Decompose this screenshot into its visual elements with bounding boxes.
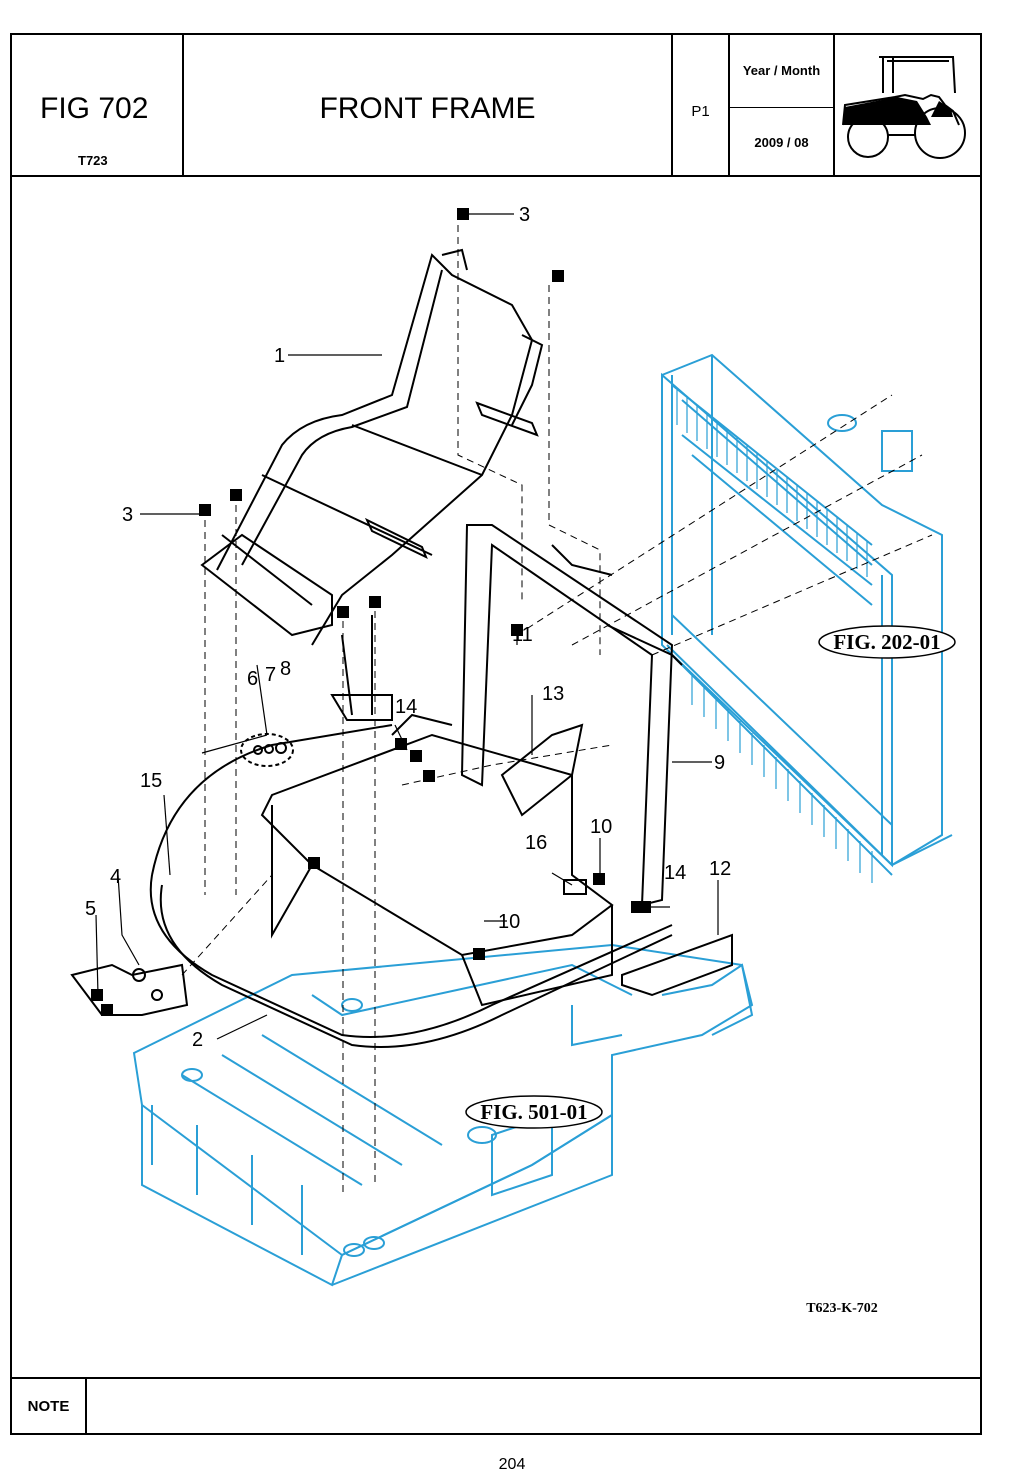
fig-cell: FIG 702 T723	[12, 35, 184, 175]
page-title: FRONT FRAME	[319, 92, 536, 125]
callout-6: 6	[247, 668, 258, 690]
callout-14-lower: 14	[664, 862, 686, 884]
callout-10-right: 10	[590, 816, 612, 838]
page-code-cell: P1	[673, 35, 730, 175]
thumbnail-cell	[835, 35, 980, 175]
year-month-cell: Year / Month 2009 / 08	[730, 35, 835, 175]
model-code: T723	[78, 153, 108, 168]
callout-15: 15	[140, 770, 162, 792]
chassis-reference-part	[132, 943, 754, 1287]
year-month-label: Year / Month	[742, 63, 821, 78]
callout-9: 9	[714, 752, 725, 774]
leader-lines	[95, 213, 719, 1040]
callout-13: 13	[542, 683, 564, 705]
page-number: 204	[498, 1456, 526, 1473]
year-month-value: 2009 / 08	[754, 135, 809, 150]
tractor-icon	[842, 56, 966, 159]
callout-2: 2	[192, 1029, 203, 1051]
callout-8: 8	[280, 658, 291, 680]
callout-3-top: 3	[519, 204, 530, 226]
chassis-reference-label: FIG. 501-01	[480, 1100, 587, 1124]
parts-sheet: FIG 702 T723 FRONT FRAME P1 Year / Month…	[10, 33, 982, 1435]
radiator-reference-part	[661, 353, 953, 883]
fig-number: FIG 702	[40, 92, 149, 125]
callout-4: 4	[110, 866, 121, 888]
exploded-view-drawing: 3 1 3 6 7 8 14 13 11 9 15 10 16 14 12 4 …	[70, 204, 956, 1316]
callout-16: 16	[525, 832, 547, 854]
chassis-reference-badge	[465, 1095, 603, 1129]
alignment-lines	[181, 225, 933, 1195]
page-code: P1	[691, 103, 710, 120]
year-month-divider	[730, 107, 833, 108]
callout-1: 1	[274, 345, 285, 367]
callout-11: 11	[512, 624, 533, 646]
drawing-number: T623-K-702	[806, 1301, 878, 1316]
callout-14-upper: 14	[395, 696, 417, 718]
callout-7: 7	[265, 664, 276, 686]
callout-10-lower: 10	[498, 911, 520, 933]
callout-5: 5	[85, 898, 96, 920]
radiator-reference-label: FIG. 202-01	[833, 630, 940, 654]
note-row: NOTE	[12, 1377, 980, 1435]
callout-numbers: 3 1 3 6 7 8 14 13 11 9 15 10 16 14 12 4 …	[85, 204, 731, 1051]
note-label: NOTE	[12, 1379, 87, 1435]
callout-3-left: 3	[122, 504, 133, 526]
radiator-reference-badge	[818, 625, 956, 659]
figure-references: FIG. 202-01 FIG. 501-01	[465, 625, 956, 1129]
frame-parts	[70, 208, 733, 1048]
callout-12: 12	[709, 858, 731, 880]
header-block: FIG 702 T723 FRONT FRAME P1 Year / Month…	[12, 35, 980, 177]
title-cell: FRONT FRAME	[184, 35, 673, 175]
